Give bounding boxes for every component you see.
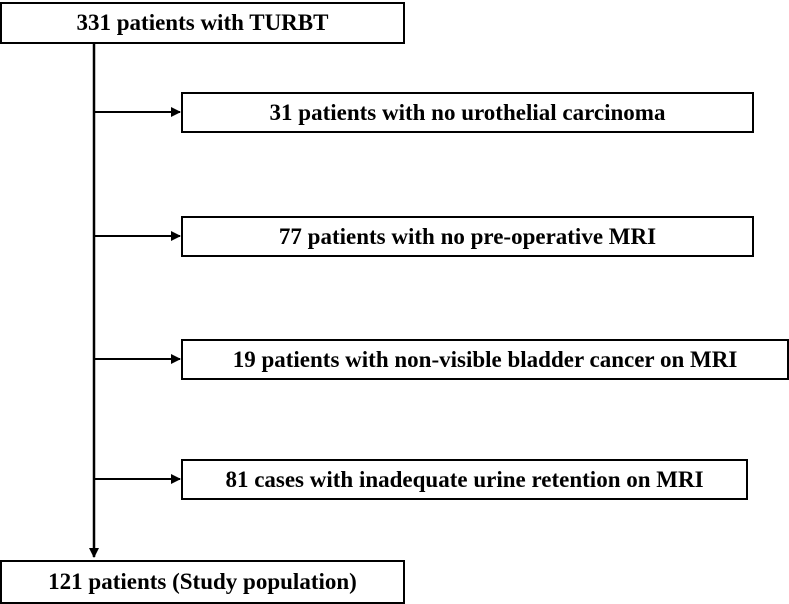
start-box: 331 patients with TURBT [0, 2, 405, 44]
exclusion-box-1: 31 patients with no urothelial carcinoma [181, 92, 754, 133]
study-population-box: 121 patients (Study population) [0, 560, 405, 604]
study-population-label: 121 patients (Study population) [48, 569, 357, 594]
exclusion-box-2: 77 patients with no pre-operative MRI [181, 216, 754, 257]
exclusion-label-1: 31 patients with no urothelial carcinoma [269, 99, 666, 125]
exclusion-label-4: 81 cases with inadequate urine retention… [225, 466, 704, 492]
exclusion-label-3: 19 patients with non-visible bladder can… [232, 346, 738, 372]
start-label: 331 patients with TURBT [76, 10, 329, 35]
exclusion-label-2: 77 patients with no pre-operative MRI [278, 223, 657, 249]
exclusion-box-4: 81 cases with inadequate urine retention… [181, 459, 748, 500]
exclusion-box-3: 19 patients with non-visible bladder can… [181, 339, 789, 380]
